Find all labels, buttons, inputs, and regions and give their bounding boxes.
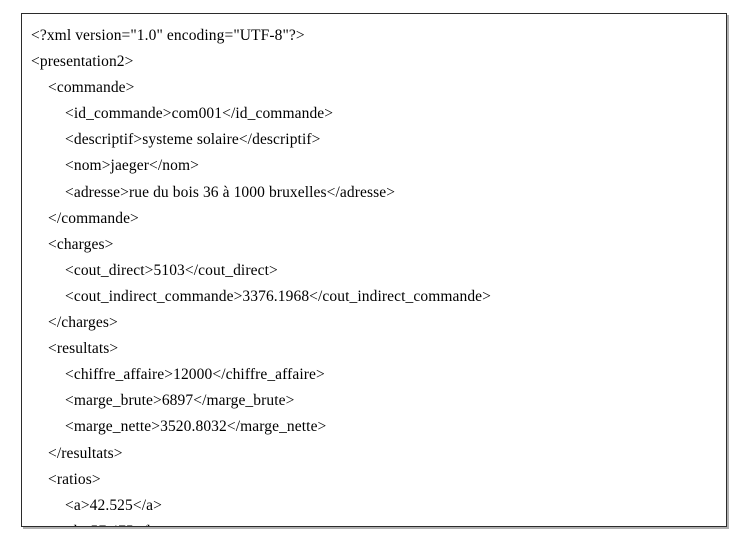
xml-line: <cout_indirect_commande>3376.1968</cout_… xyxy=(65,287,492,305)
xml-line: <b>57.475</b> xyxy=(31,519,726,526)
xml-line: <marge_nette>3520.8032</marge_nette> xyxy=(65,418,327,436)
xml-line: <marge_brute>6897</marge_brute> xyxy=(65,392,295,410)
xml-line: <ratios> xyxy=(48,470,101,488)
xml-line: <presentation2> xyxy=(31,53,134,71)
xml-line: <?xml version="1.0" encoding="UTF-8"?> xyxy=(31,27,305,44)
xml-line: <charges> xyxy=(48,235,114,253)
xml-line: <cout_direct>5103</cout_direct> xyxy=(65,261,278,279)
xml-line: </charges> xyxy=(48,314,118,332)
xml-line: <commande> xyxy=(48,79,135,97)
xml-line: <adresse>rue du bois 36 à 1000 bruxelles… xyxy=(65,183,396,201)
xml-line: <id_commande>com001</id_commande> xyxy=(65,105,334,123)
xml-line: </commande> xyxy=(48,209,139,227)
xml-line: <chiffre_affaire>12000</chiffre_affaire> xyxy=(65,366,325,384)
xml-document-frame: <?xml version="1.0" encoding="UTF-8"?> <p… xyxy=(21,13,727,527)
xml-line: <a>42.525</a> xyxy=(65,496,162,514)
xml-line: <resultats> xyxy=(48,340,119,358)
xml-line: </resultats> xyxy=(48,444,123,462)
xml-code-block: <?xml version="1.0" encoding="UTF-8"?> <p… xyxy=(22,14,726,526)
xml-line: <nom>jaeger</nom> xyxy=(65,157,199,175)
xml-line: <descriptif>systeme solaire</descriptif> xyxy=(65,131,321,149)
